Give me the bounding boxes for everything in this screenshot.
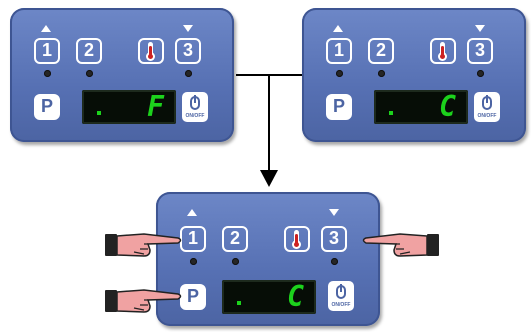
pointing-hand-icon (362, 233, 439, 257)
thermometer-button[interactable] (430, 38, 456, 64)
temperature-display: C (374, 90, 468, 124)
led-1 (44, 70, 51, 77)
display-dot (237, 301, 241, 305)
pointing-hand-icon (105, 289, 182, 313)
button-3[interactable]: 3 (321, 226, 347, 252)
button-1[interactable]: 1 (34, 38, 60, 64)
up-arrow-icon (333, 25, 343, 32)
control-panel-top-right: 1 2 3 P C ON/OFF (302, 8, 526, 142)
pointing-hand-icon (105, 233, 182, 257)
connector-vertical (268, 75, 270, 175)
onoff-button[interactable]: ON/OFF (182, 92, 208, 122)
thermometer-button[interactable] (284, 226, 310, 252)
display-unit: F (147, 90, 164, 123)
display-dot (389, 111, 393, 115)
power-icon (190, 95, 200, 110)
button-1[interactable]: 1 (326, 38, 352, 64)
control-panel-top-left: 1 2 3 P F ON/OFF (10, 8, 234, 142)
onoff-button[interactable]: ON/OFF (474, 92, 500, 122)
up-arrow-icon (187, 209, 197, 216)
led-2 (378, 70, 385, 77)
down-arrow-icon (475, 25, 485, 32)
control-panel-bottom: 1 2 3 P C ON/OFF (156, 192, 380, 326)
temperature-display: C (222, 280, 316, 314)
onoff-button[interactable]: ON/OFF (328, 281, 354, 311)
program-button[interactable]: P (326, 94, 352, 120)
down-arrow-icon (329, 209, 339, 216)
display-unit: C (287, 280, 304, 313)
down-arrow-icon (183, 25, 193, 32)
led-2 (232, 258, 239, 265)
button-3[interactable]: 3 (175, 38, 201, 64)
display-unit: C (439, 90, 456, 123)
display-dot (97, 111, 101, 115)
button-1[interactable]: 1 (180, 226, 206, 252)
led-1 (336, 70, 343, 77)
led-2 (86, 70, 93, 77)
temperature-display: F (82, 90, 176, 124)
led-1 (190, 258, 197, 265)
button-2[interactable]: 2 (76, 38, 102, 64)
power-icon (482, 95, 492, 110)
led-3 (477, 70, 484, 77)
led-3 (185, 70, 192, 77)
thermometer-button[interactable] (138, 38, 164, 64)
program-button[interactable]: P (34, 94, 60, 120)
button-2[interactable]: 2 (368, 38, 394, 64)
connector-arrowhead-icon (260, 170, 278, 187)
button-3[interactable]: 3 (467, 38, 493, 64)
button-2[interactable]: 2 (222, 226, 248, 252)
onoff-label: ON/OFF (331, 302, 351, 308)
power-icon (336, 284, 346, 299)
onoff-label: ON/OFF (185, 113, 205, 119)
up-arrow-icon (41, 25, 51, 32)
connector-horizontal (236, 74, 304, 76)
led-3 (331, 258, 338, 265)
onoff-label: ON/OFF (477, 113, 497, 119)
